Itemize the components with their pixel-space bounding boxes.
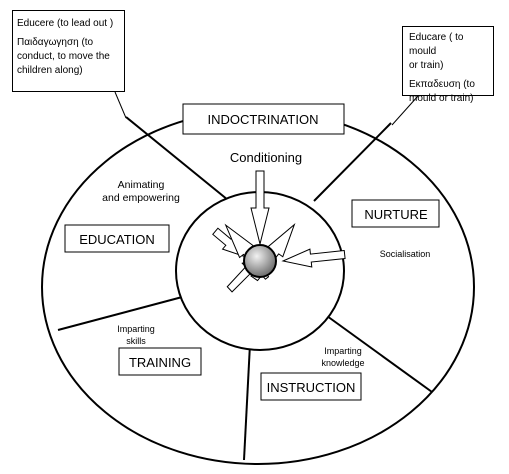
educere-callout: Educere (to lead out ) Παιδαγωγηση (to c…	[12, 10, 125, 92]
right-callout-pointer	[391, 95, 419, 126]
training-box	[118, 347, 202, 376]
divider-left	[57, 295, 187, 331]
paidagogisi-term-line3: children along)	[17, 65, 83, 76]
educare-term-line1: Educare ( to mould	[409, 32, 464, 57]
ekpaideusi-term-line1: Εκπαδευση (to	[409, 79, 475, 90]
central-hub	[243, 244, 277, 278]
educere-term: Educere (to lead out )	[17, 18, 114, 29]
divider-bottom	[243, 343, 251, 461]
paidagogisi-term-line2: conduct, to move the	[17, 51, 110, 62]
indoctrination-box	[182, 103, 345, 135]
divider-upper-left	[125, 116, 229, 201]
ekpaideusi-term-line2: mould or train)	[409, 93, 474, 104]
paidagogisi-term-line1: Παιδαγωγηση (to	[17, 37, 94, 48]
imparting-knowledge-label-line1: Imparting	[324, 346, 362, 356]
divider-upper-right	[313, 122, 392, 202]
instruction-label: INSTRUCTION	[267, 380, 356, 395]
arrow-socialisation	[281, 248, 346, 268]
indoctrination-label: INDOCTRINATION	[208, 112, 319, 127]
educare-callout: Educare ( to mould or train) Εκπαδευση (…	[402, 26, 494, 104]
education-box	[64, 224, 170, 253]
socialisation-label: Socialisation	[380, 249, 431, 259]
imparting-knowledge-label-line2: knowledge	[321, 358, 364, 368]
nurture-box	[351, 199, 440, 228]
arrow-conditioning	[250, 170, 270, 245]
imparting-skills-label-line2: skills	[126, 336, 146, 346]
training-label: TRAINING	[129, 355, 191, 370]
imparting-skills-label-line1: Imparting	[117, 324, 155, 334]
animating-label-line1: Animating	[118, 179, 165, 191]
education-label: EDUCATION	[79, 232, 155, 247]
educare-term-line2: or train)	[409, 60, 444, 71]
instruction-box	[260, 372, 362, 401]
nurture-label: NURTURE	[364, 207, 428, 222]
left-callout-pointer	[114, 91, 127, 119]
animating-label-line2: and empowering	[102, 192, 180, 204]
divider-lower-right	[326, 315, 433, 393]
conditioning-label: Conditioning	[230, 150, 302, 165]
